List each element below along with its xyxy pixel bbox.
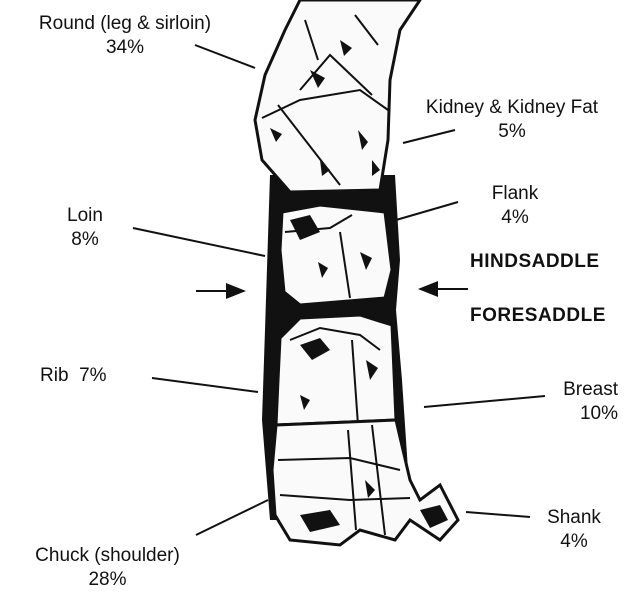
label-flank: Flank 4%	[465, 182, 565, 230]
flank-pct: 4%	[465, 206, 565, 230]
label-hindsaddle: HINDSADDLE	[470, 250, 600, 274]
label-round: Round (leg & sirloin) 34%	[10, 12, 240, 60]
loin-pct: 8%	[50, 228, 120, 252]
kidney-name: Kidney & Kidney Fat	[426, 97, 598, 118]
round-name: Round (leg & sirloin)	[39, 13, 211, 34]
round-pct: 34%	[10, 36, 240, 60]
chuck-pct: 28%	[5, 568, 210, 592]
breast-name: Breast	[563, 379, 618, 400]
breast-pct: 10%	[520, 402, 618, 426]
rib-name: Rib	[40, 365, 69, 386]
label-kidney: Kidney & Kidney Fat 5%	[398, 96, 626, 144]
label-shank: Shank 4%	[530, 506, 618, 554]
label-foresaddle: FORESADDLE	[470, 304, 606, 328]
label-chuck: Chuck (shoulder) 28%	[5, 544, 210, 592]
rib-pct: 7%	[79, 365, 106, 386]
chuck-name: Chuck (shoulder)	[35, 545, 180, 566]
loin-name: Loin	[67, 205, 103, 226]
label-rib: Rib 7%	[40, 364, 107, 388]
label-breast: Breast 10%	[520, 378, 618, 426]
shank-pct: 4%	[530, 530, 618, 554]
shank-name: Shank	[547, 507, 601, 528]
flank-name: Flank	[492, 183, 538, 204]
round-cut	[255, 0, 420, 192]
label-loin: Loin 8%	[50, 204, 120, 252]
kidney-pct: 5%	[398, 120, 626, 144]
